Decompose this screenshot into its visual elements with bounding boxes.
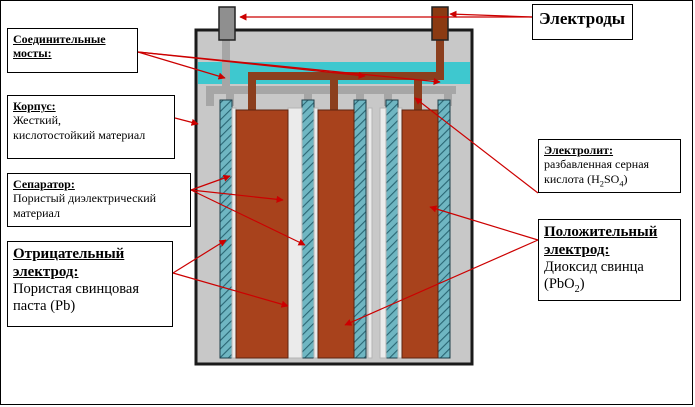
- label-electrodes-title: Электроды: [539, 9, 626, 28]
- positive-plate-1: [235, 109, 289, 359]
- leader-lines: [137, 10, 539, 326]
- positive-bridge: [248, 34, 444, 110]
- label-electrolyte: Электролит: разбавленная серная кислота …: [538, 139, 681, 193]
- negative-plate-2: [301, 99, 315, 359]
- label-electrolyte-title: Электролит:: [544, 143, 614, 157]
- label-positive-title2: электрод:: [544, 242, 610, 258]
- negative-plate-4: [385, 99, 399, 359]
- label-case-title: Корпус:: [13, 99, 56, 113]
- negative-terminal: [218, 6, 236, 41]
- label-bridges: Соединительные мосты:: [7, 28, 138, 73]
- separators: [231, 107, 403, 359]
- positive-plate-2: [317, 109, 355, 359]
- negative-plate-3: [353, 99, 367, 359]
- label-negative-title2: электрод:: [13, 264, 79, 280]
- positive-terminal: [431, 6, 449, 41]
- label-separator-line1: Пористый диэлектрический: [13, 191, 157, 206]
- label-electrodes: Электроды: [532, 4, 633, 40]
- label-negative-title1: Отрицательный: [13, 246, 125, 262]
- label-positive-electrode: Положительный электрод: Диоксид свинца (…: [538, 219, 681, 301]
- label-separator-line2: материал: [13, 205, 60, 220]
- label-case-line1: Жесткий,: [13, 113, 62, 128]
- label-positive-title1: Положительный: [544, 224, 658, 240]
- label-bridges-title: Соединительные мосты:: [13, 32, 106, 61]
- label-electrolyte-line1: разбавленная серная: [544, 157, 650, 172]
- label-separator: Сепаратор: Пористый диэлектрический мате…: [7, 173, 191, 227]
- label-negative-line2: паста (Pb): [13, 298, 76, 315]
- label-case-line2: кислотостойкий материал: [13, 127, 146, 142]
- label-electrolyte-line2: кислота (H2SO4): [544, 171, 628, 189]
- positive-plates: [235, 109, 439, 359]
- label-negative-electrode: Отрицательный электрод: Пористая свинцов…: [7, 241, 173, 327]
- negative-plate-5: [437, 99, 451, 359]
- positive-plate-3: [401, 109, 439, 359]
- negative-plate-1: [219, 99, 233, 359]
- label-negative-line1: Пористая свинцовая: [13, 281, 139, 297]
- label-positive-line1: Диоксид свинца: [544, 259, 644, 275]
- label-separator-title: Сепаратор:: [13, 177, 75, 191]
- label-case: Корпус: Жесткий, кислотостойкий материал: [7, 95, 175, 159]
- label-positive-line2: (PbO2): [544, 276, 585, 296]
